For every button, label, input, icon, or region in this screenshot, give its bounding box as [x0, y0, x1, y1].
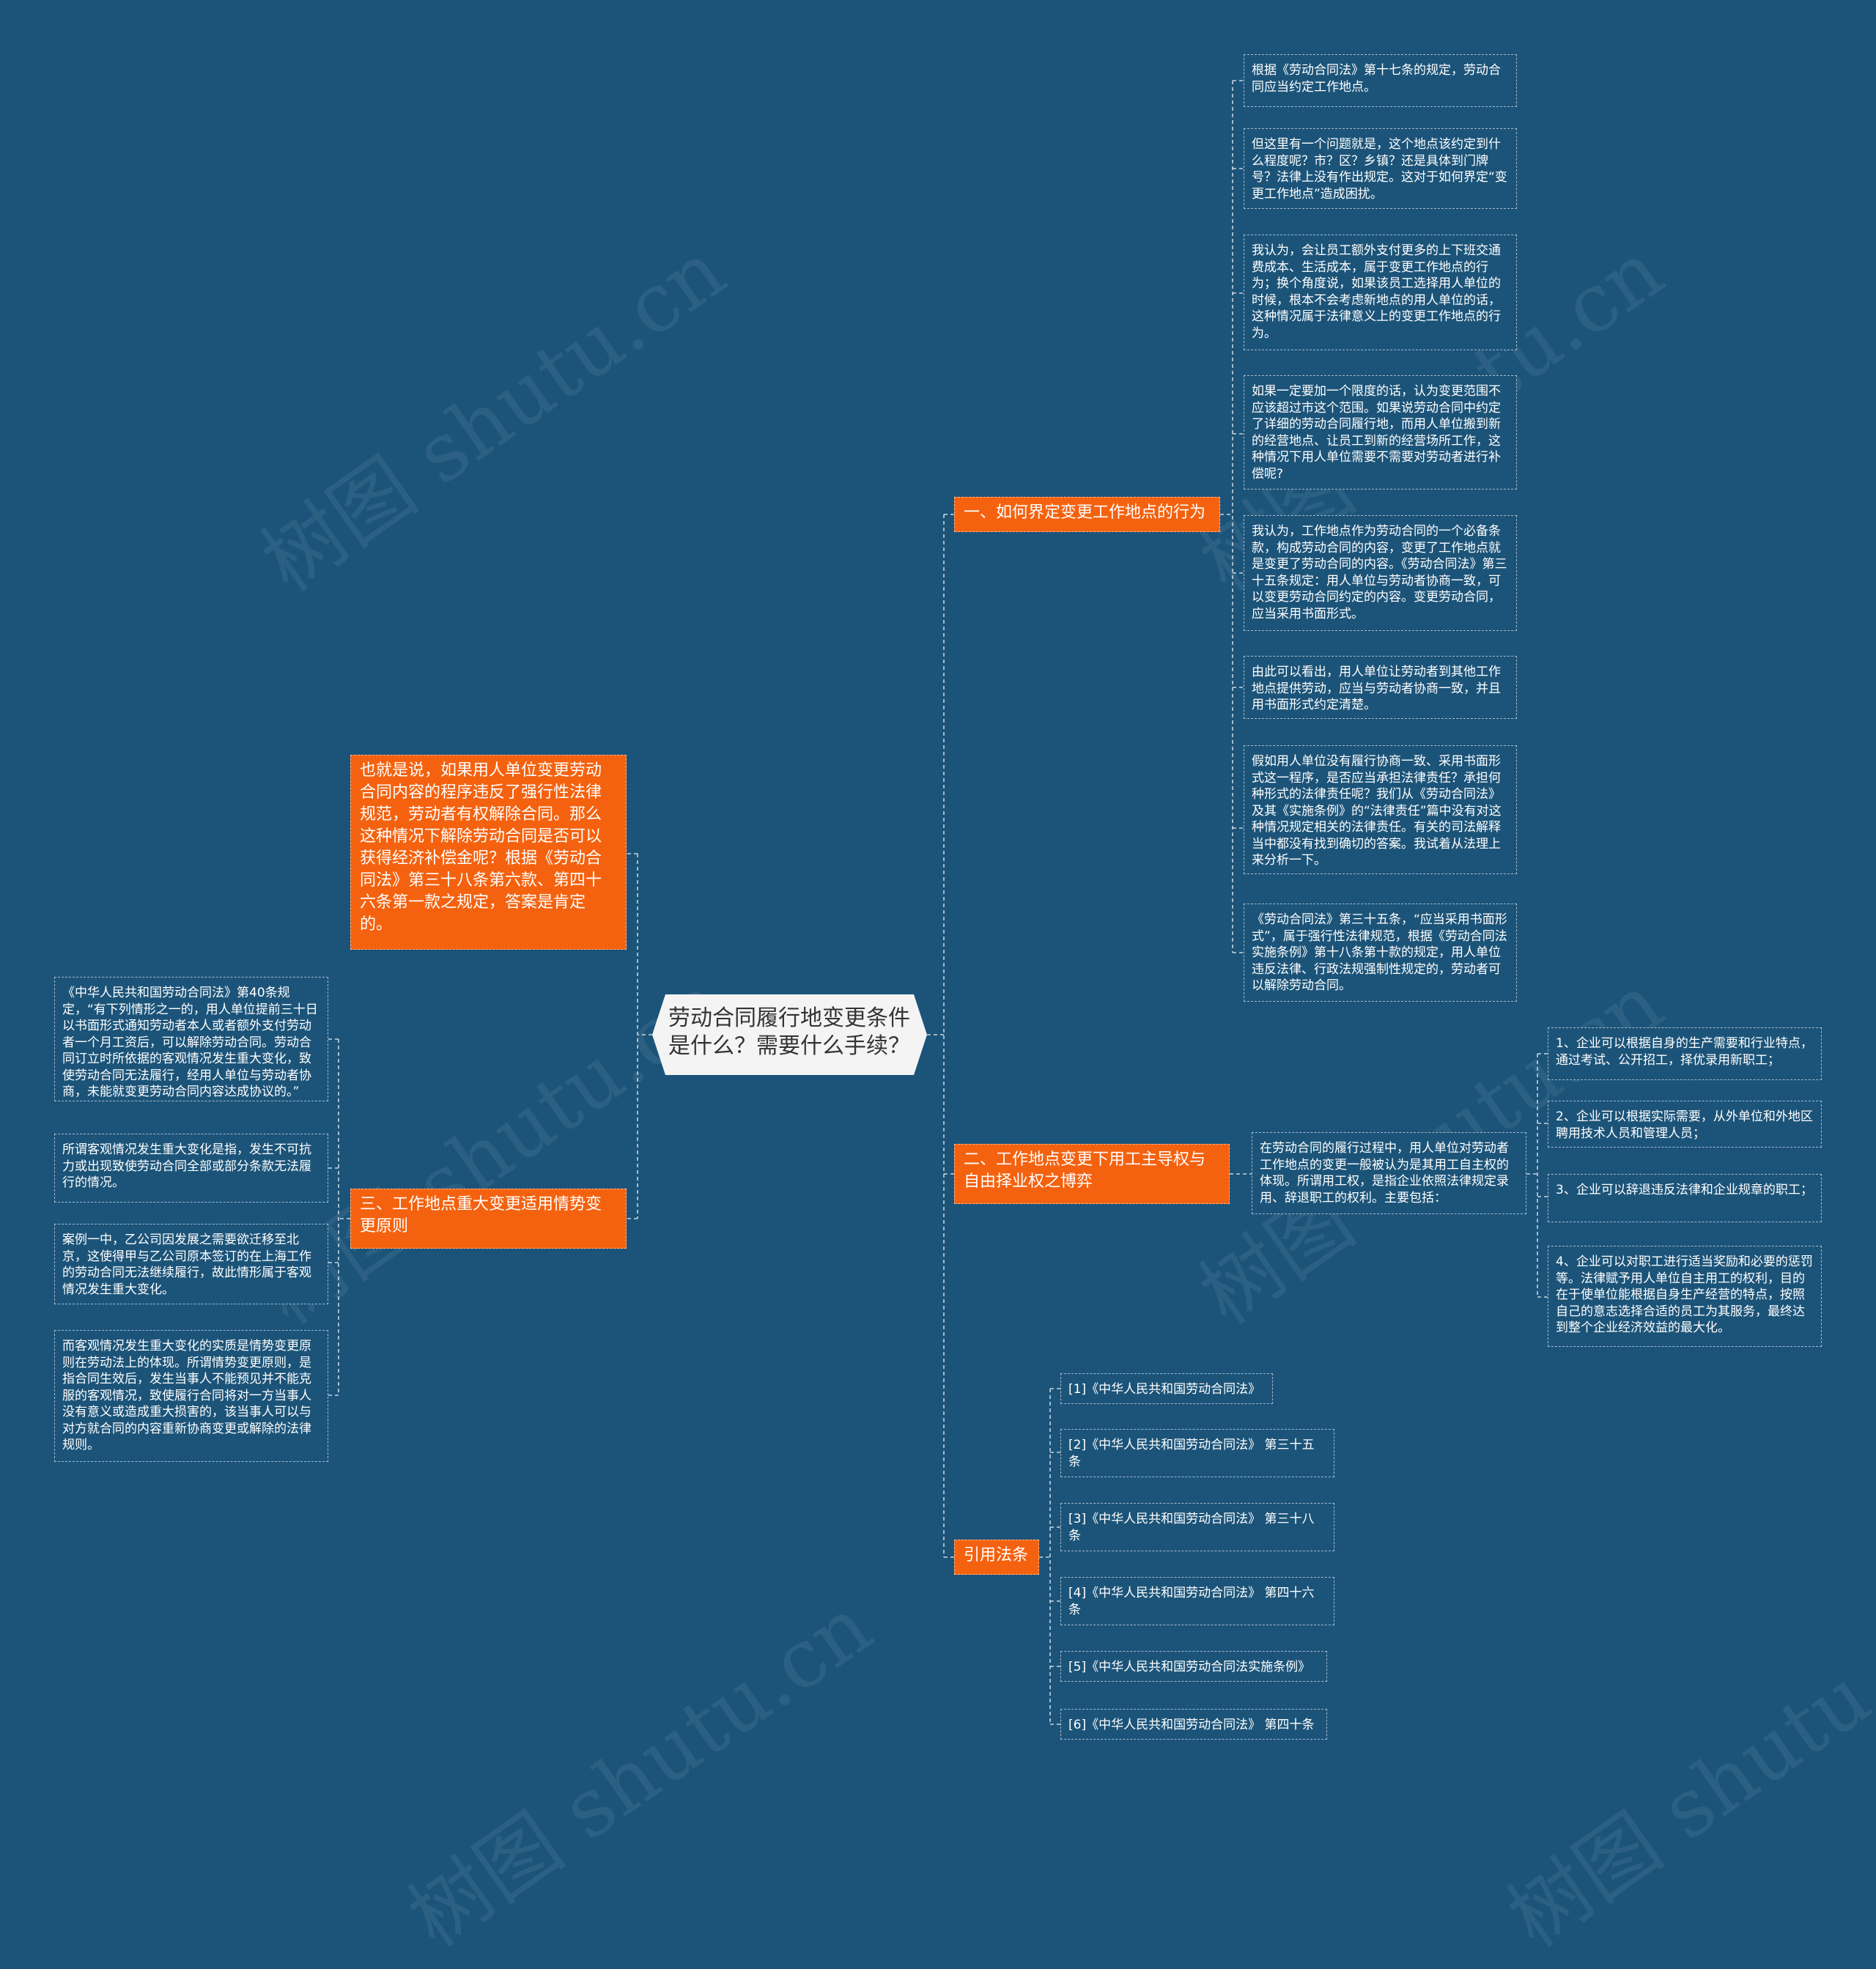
b1-leaf-7[interactable]: 假如用人单位没有履行协商一致、采用书面形式这一程序，是否应当承担法律责任？承担何…: [1244, 745, 1517, 874]
b2-leaf-4[interactable]: 4、企业可以对职工进行适当奖励和必要的惩罚等。法律赋予用人单位自主用工的权利，目…: [1548, 1246, 1822, 1347]
b1-leaf-8[interactable]: 《劳动合同法》第三十五条，“应当采用书面形式”，属于强行性法律规范，根据《劳动合…: [1244, 904, 1517, 1002]
b4-leaf-3[interactable]: [3]《中华人民共和国劳动合同法》 第三十八条: [1060, 1503, 1334, 1551]
b1-leaf-1[interactable]: 根据《劳动合同法》第十七条的规定，劳动合同应当约定工作地点。: [1244, 54, 1517, 107]
b2-leaf-2[interactable]: 2、企业可以根据实际需要，从外单位和外地区聘用技术人员和管理人员；: [1548, 1101, 1822, 1148]
b3-leaf-3[interactable]: 案例一中，乙公司因发展之需要欲迁移至北京，这使得甲与乙公司原本签订的在上海工作的…: [54, 1224, 328, 1304]
b3-leaf-2[interactable]: 所谓客观情况发生重大变化是指，发生不可抗力或出现致使劳动合同全部或部分条款无法履…: [54, 1134, 328, 1203]
b4-leaf-5[interactable]: [5]《中华人民共和国劳动合同法实施条例》: [1060, 1651, 1327, 1682]
b1-leaf-6[interactable]: 由此可以看出，用人单位让劳动者到其他工作地点提供劳动，应当与劳动者协商一致，并且…: [1244, 656, 1517, 719]
b2-leaf-3[interactable]: 3、企业可以辞退违反法律和企业规章的职工；: [1548, 1174, 1822, 1222]
b1-leaf-3[interactable]: 我认为，会让员工额外支付更多的上下班交通费成本、生活成本，属于变更工作地点的行为…: [1244, 234, 1517, 350]
b4-leaf-6[interactable]: [6]《中华人民共和国劳动合同法》 第四十条: [1060, 1709, 1327, 1740]
branch-left-compensation[interactable]: 也就是说，如果用人单位变更劳动合同内容的程序违反了强行性法律规范，劳动者有权解除…: [350, 755, 627, 950]
branch-1-define-location-change[interactable]: 一、如何界定变更工作地点的行为: [954, 497, 1220, 532]
connector-lines: [328, 80, 1548, 1725]
branch-4-cited-laws[interactable]: 引用法条: [954, 1540, 1039, 1575]
root-topic[interactable]: 劳动合同履行地变更条件是什么？需要什么手续？: [652, 994, 927, 1075]
b2-employment-right-definition[interactable]: 在劳动合同的履行过程中，用人单位对劳动者工作地点的变更一般被认为是其用工自主权的…: [1252, 1132, 1526, 1214]
branch-3-change-of-circumstances[interactable]: 三、工作地点重大变更适用情势变更原则: [350, 1189, 627, 1249]
b4-leaf-1[interactable]: [1]《中华人民共和国劳动合同法》: [1060, 1373, 1273, 1404]
b3-leaf-1[interactable]: 《中华人民共和国劳动合同法》第40条规定，“有下列情形之一的，用人单位提前三十日…: [54, 977, 328, 1101]
b4-leaf-2[interactable]: [2]《中华人民共和国劳动合同法》 第三十五条: [1060, 1429, 1334, 1477]
b4-leaf-4[interactable]: [4]《中华人民共和国劳动合同法》 第四十六条: [1060, 1577, 1334, 1625]
b3-leaf-4[interactable]: 而客观情况发生重大变化的实质是情势变更原则在劳动法上的体现。所谓情势变更原则，是…: [54, 1330, 328, 1462]
branch-2-employment-right[interactable]: 二、工作地点变更下用工主导权与自由择业权之博弈: [954, 1144, 1230, 1204]
b1-leaf-2[interactable]: 但这里有一个问题就是，这个地点该约定到什么程度呢？市？区？乡镇？还是具体到门牌号…: [1244, 128, 1517, 209]
b1-leaf-5[interactable]: 我认为，工作地点作为劳动合同的一个必备条款，构成劳动合同的内容，变更了工作地点就…: [1244, 515, 1517, 631]
b1-leaf-4[interactable]: 如果一定要加一个限度的话，认为变更范围不应该超过市这个范围。如果说劳动合同中约定…: [1244, 375, 1517, 490]
b2-leaf-1[interactable]: 1、企业可以根据自身的生产需要和行业特点，通过考试、公开招工，择优录用新职工；: [1548, 1027, 1822, 1080]
